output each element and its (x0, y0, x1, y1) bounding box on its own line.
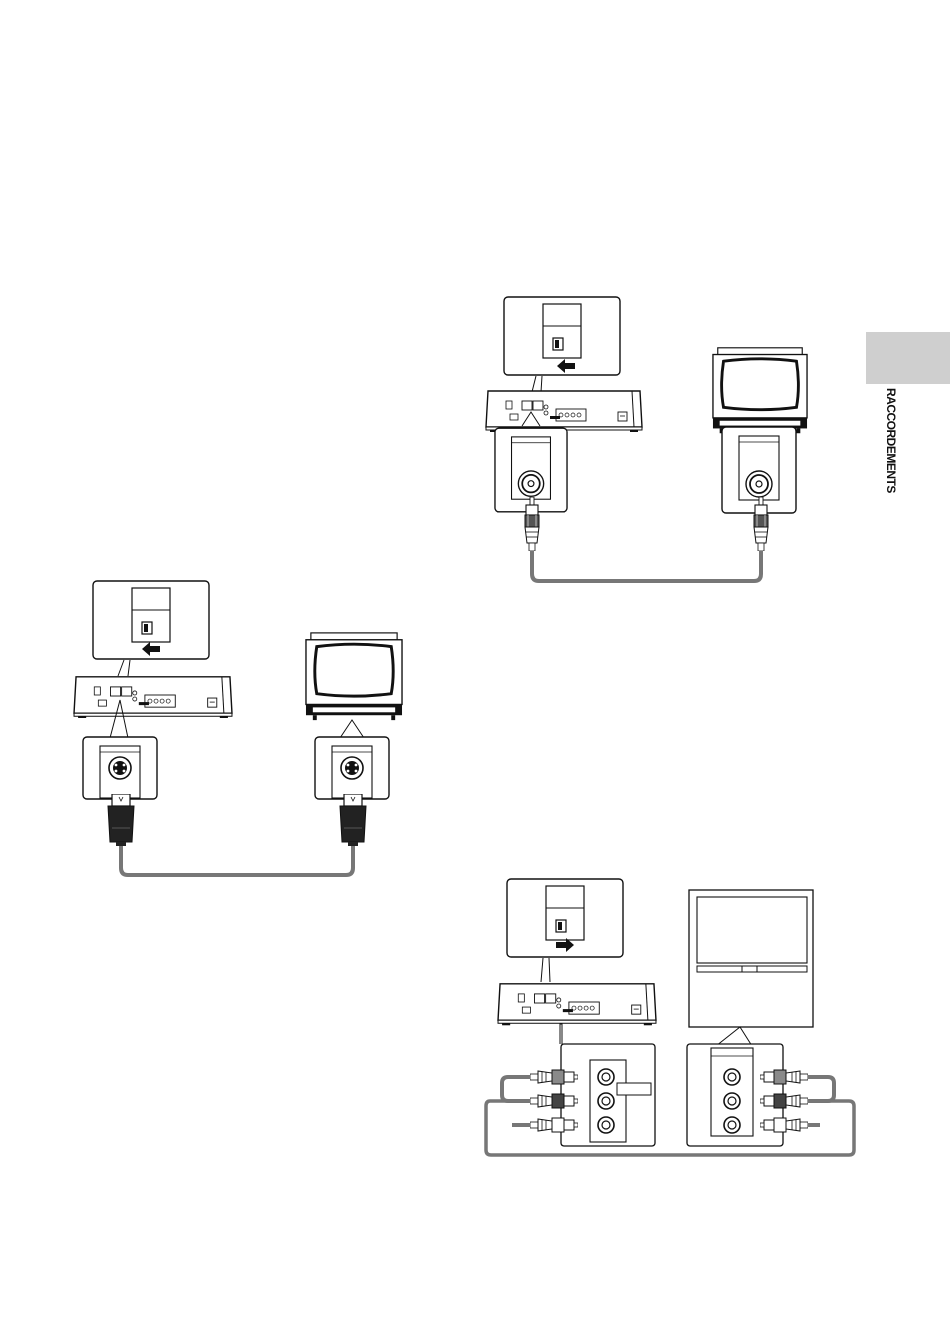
plug-icon (340, 794, 366, 846)
s-video-connection-diagram (74, 581, 402, 875)
dvd-player-icon (74, 677, 232, 719)
dvd-player-icon (498, 984, 656, 1026)
plug-icon (525, 497, 539, 551)
dvd-player-icon (486, 391, 642, 432)
plug-icon (754, 497, 768, 551)
cable (121, 846, 353, 875)
plug-icon (530, 1118, 578, 1132)
plug-icon (108, 794, 134, 846)
jack-icon (83, 737, 157, 799)
video-connection-diagram (486, 297, 807, 581)
projection-tv-icon (689, 890, 813, 1027)
cable (502, 1077, 530, 1101)
cable (808, 1077, 834, 1101)
component-video-connection-diagram (486, 879, 854, 1155)
cable (532, 551, 761, 581)
jack-icon (315, 737, 389, 799)
tv-icon (713, 348, 807, 433)
plug-icon (530, 1094, 578, 1108)
tv-icon (306, 633, 402, 720)
plug-icon (530, 1070, 578, 1084)
